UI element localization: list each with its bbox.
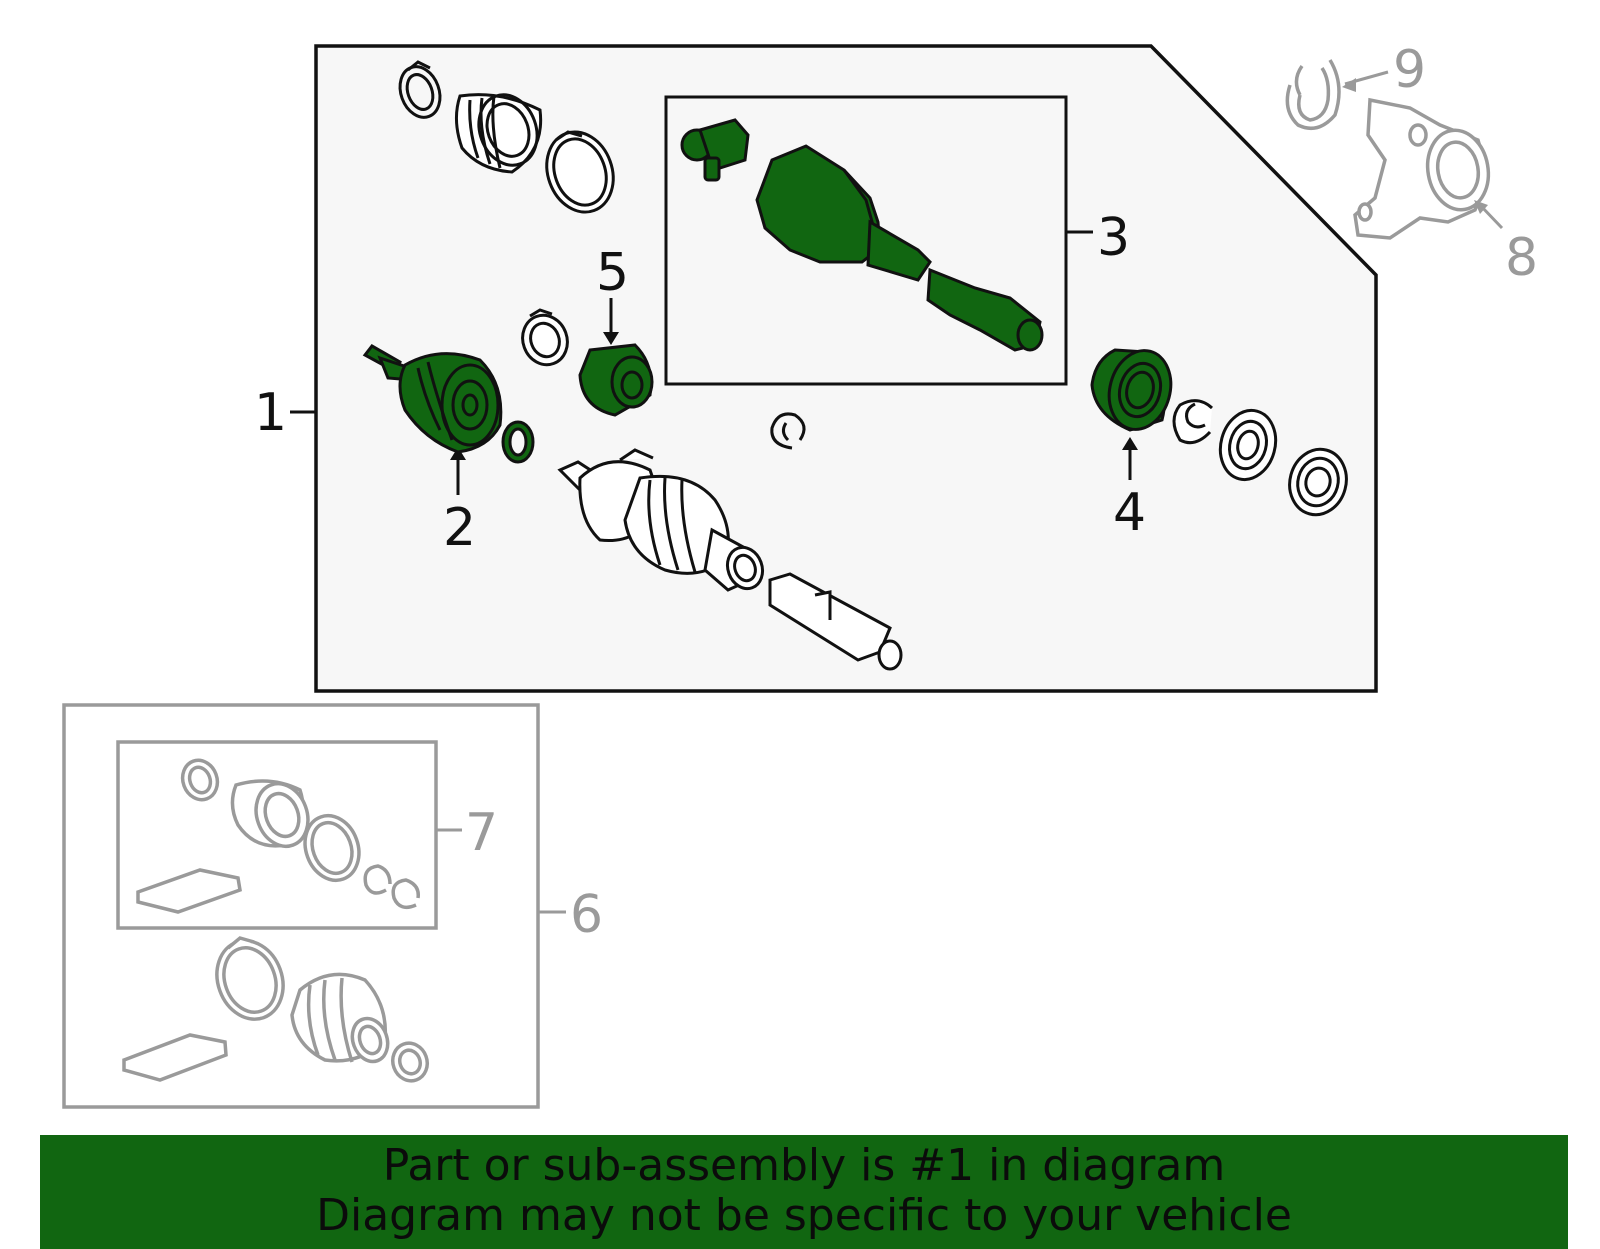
steering-knuckle: [1353, 97, 1491, 240]
outer-cv-joint: [362, 344, 503, 454]
notice-banner: Part or sub-assembly is #1 in diagram Di…: [40, 1135, 1568, 1249]
callout-2: 2: [443, 498, 476, 558]
callout-8: 8: [1505, 228, 1538, 288]
callout-6: 6: [570, 885, 603, 945]
snap-ring-outer: [501, 420, 535, 464]
callout-7: 7: [465, 803, 498, 863]
hub-clip: [1285, 59, 1341, 131]
callout-9: 9: [1393, 40, 1426, 100]
notice-line-2: Diagram may not be specific to your vehi…: [316, 1190, 1292, 1241]
callout-4: 4: [1113, 483, 1146, 543]
boot-clamp-small: [521, 308, 569, 367]
circlip-center: [770, 412, 806, 450]
inner-joint-box: [664, 95, 1068, 386]
outer-boot-kit-box: [116, 740, 438, 930]
boot-kit-box: [62, 703, 540, 1109]
callout-1: 1: [254, 383, 287, 443]
callout-3: 3: [1097, 208, 1130, 268]
outer-boot-kit-parts: [136, 758, 420, 914]
dynamic-damper: [578, 343, 654, 417]
inner-boot-kit-parts: [122, 936, 429, 1083]
seals-retainers: [1172, 399, 1348, 517]
center-bearing: [1090, 348, 1173, 432]
inner-joint-boot-shaft: [557, 448, 903, 671]
inner-cv-joint-shaft: [680, 118, 1044, 352]
callout-5: 5: [596, 243, 629, 303]
notice-line-1: Part or sub-assembly is #1 in diagram: [382, 1140, 1226, 1191]
outer-boot-clamp-set: [398, 60, 615, 214]
